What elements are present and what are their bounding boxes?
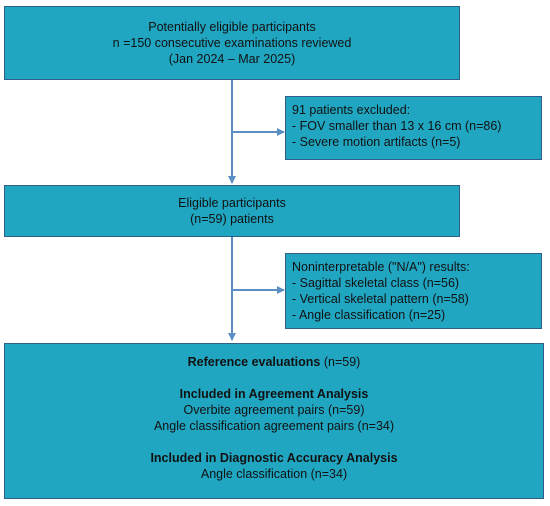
noninterp-item-angle: - Angle classification (n=25) xyxy=(292,308,446,322)
box1-line1: Potentially eligible participants xyxy=(148,20,316,34)
accuracy-title: Included in Diagnostic Accuracy Analysis xyxy=(150,451,398,465)
accuracy-item-angle: Angle classification (n=34) xyxy=(200,467,348,481)
box-eligible: Eligible participants (n=59) patients xyxy=(4,185,460,237)
noninterp-item-vertical: - Vertical skeletal pattern (n=58) xyxy=(292,292,469,306)
agreement-title: Included in Agreement Analysis xyxy=(179,387,369,401)
reference-title: Reference evaluations xyxy=(187,355,321,369)
reference-count: (n=59) xyxy=(320,355,361,369)
box-reference-evaluations: Reference evaluations (n=59) Included in… xyxy=(4,343,544,499)
reference-line: Reference evaluations (n=59) xyxy=(5,354,543,370)
agreement-item-angle: Angle classification agreement pairs (n=… xyxy=(153,419,395,433)
excluded-item-fov: - FOV smaller than 13 x 16 cm (n=86) xyxy=(292,119,502,133)
box1-line2: n =150 consecutive examinations reviewed xyxy=(112,36,352,50)
box2-line1: Eligible participants xyxy=(178,196,286,210)
box-noninterpretable: Noninterpretable ("N/A") results: - Sagi… xyxy=(285,253,542,329)
box1-line3: (Jan 2024 – Mar 2025) xyxy=(168,52,296,66)
box2-line2: (n=59) patients xyxy=(190,212,274,226)
excluded-item-motion: - Severe motion artifacts (n=5) xyxy=(292,135,461,149)
noninterp-title: Noninterpretable ("N/A") results: xyxy=(292,260,470,274)
agreement-item-overbite: Overbite agreement pairs (n=59) xyxy=(183,403,365,417)
box-excluded: 91 patients excluded: - FOV smaller than… xyxy=(285,96,542,160)
box-potentially-eligible: Potentially eligible participants n =150… xyxy=(4,6,460,80)
noninterp-item-sagittal: - Sagittal skeletal class (n=56) xyxy=(292,276,460,290)
excluded-title: 91 patients excluded: xyxy=(292,103,411,117)
